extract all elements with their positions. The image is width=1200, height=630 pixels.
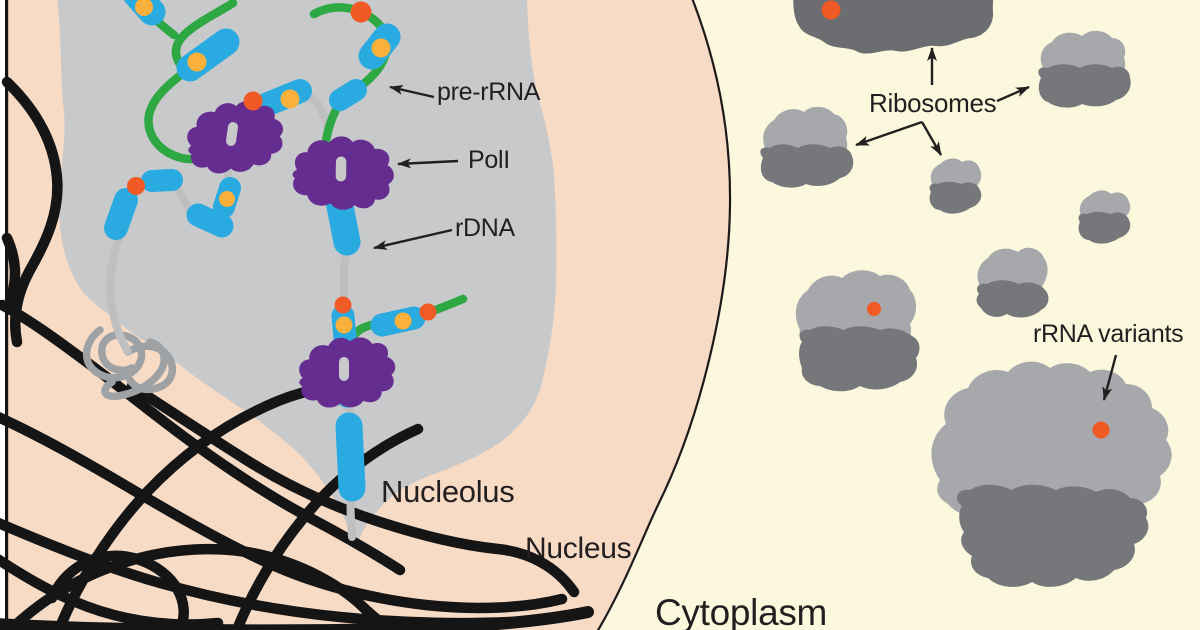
pre-rrna-strand (144, 0, 238, 164)
modification-dot-orange (867, 302, 881, 316)
nucleolus-region (57, 0, 557, 548)
rrna-gene-segment (329, 79, 367, 111)
modification-dot-yellow (371, 38, 391, 58)
ribosome-large-subunit (1078, 211, 1131, 244)
ribosomes-group (760, 0, 1172, 587)
modification-dot-orange (350, 1, 372, 23)
chromatin-strand (0, 606, 594, 630)
cytoplasm-label: Cytoplasm (655, 592, 828, 630)
pol1-label: PolI (468, 146, 510, 174)
ribosomes-arrow-left-down (855, 120, 923, 147)
ribosome (1078, 190, 1131, 244)
modification-dot-yellow (394, 312, 412, 330)
left-edge-margin (0, 0, 5, 630)
nucleus-label: Nucleus (525, 532, 632, 565)
ribosome (795, 270, 920, 392)
ribosome (976, 247, 1049, 318)
modification-dot-orange (334, 296, 352, 314)
ribosome-small-subunit (931, 361, 1172, 521)
pol1-arrow (397, 158, 459, 169)
cell-membrane-line (5, 0, 9, 630)
ribosome-clipped-top (793, 0, 994, 54)
ribosomes-arrow-right (996, 85, 1030, 103)
nuclear-envelope-outline (596, 0, 732, 630)
rna-polymerase-1 (299, 337, 396, 408)
pol1-cleft (226, 122, 238, 146)
ribosome (760, 106, 854, 188)
pol1-cleft (335, 156, 347, 182)
chromatin-strand (46, 550, 189, 630)
modification-dot-yellow (280, 89, 300, 109)
pol1-cleft (339, 357, 349, 381)
rrna-variants-label: rRNA variants (1033, 320, 1184, 348)
ribosomes-label: Ribosomes (869, 88, 997, 118)
rrna-gene-segment (141, 169, 183, 192)
ribosomes-arrow-down (920, 121, 943, 156)
chromatin-strand (3, 543, 397, 630)
ribosome-large-subunit (956, 484, 1149, 587)
rdna-label: rDNA (455, 214, 515, 242)
ribosome-large-subunit (1038, 64, 1131, 108)
ribosome-large-subunit (760, 144, 854, 188)
modification-dot-orange (1092, 421, 1110, 439)
pre-rrna-label: pre-rRNA (437, 78, 541, 106)
ribosome-small-subunit (930, 158, 982, 190)
rna-polymerase-1 (292, 136, 394, 210)
modification-dot-orange (127, 177, 145, 195)
rdna-coil-loop (124, 342, 177, 394)
rrna-gene-segment (186, 203, 234, 238)
ribosome (931, 361, 1172, 587)
rrna-variants-arrow (1102, 354, 1118, 401)
rrna-gene-segment (335, 412, 366, 502)
ribosome (1038, 30, 1131, 108)
rdna-arrow (373, 228, 453, 250)
annotation-arrows (373, 47, 1118, 401)
chromatin-strand (1, 232, 21, 306)
nucleolus-label: Nucleolus (381, 474, 515, 509)
chromatin-strand (1, 76, 63, 348)
ribosome-large-subunit (929, 181, 982, 214)
modification-dot-yellow (135, 0, 153, 16)
modification-dot-orange (419, 303, 437, 321)
rrna-gene-segment (104, 188, 138, 240)
ribosome (929, 158, 982, 214)
modification-dot-orange (821, 0, 841, 20)
rna-polymerase-group (187, 101, 396, 408)
modification-dot-yellow (219, 191, 235, 207)
rna-polymerase-1 (187, 101, 284, 174)
modification-dot-yellow (187, 52, 207, 72)
pre-rrna-arrow (389, 85, 435, 99)
modification-dot-orange (243, 91, 263, 111)
ribosome-large-subunit (976, 280, 1049, 318)
rdna-coil (83, 326, 177, 401)
modification-dot-yellow (335, 316, 353, 334)
chromatin-strand (231, 423, 424, 630)
modification-dots (127, 0, 1110, 439)
ribosome-large-subunit (799, 326, 920, 392)
